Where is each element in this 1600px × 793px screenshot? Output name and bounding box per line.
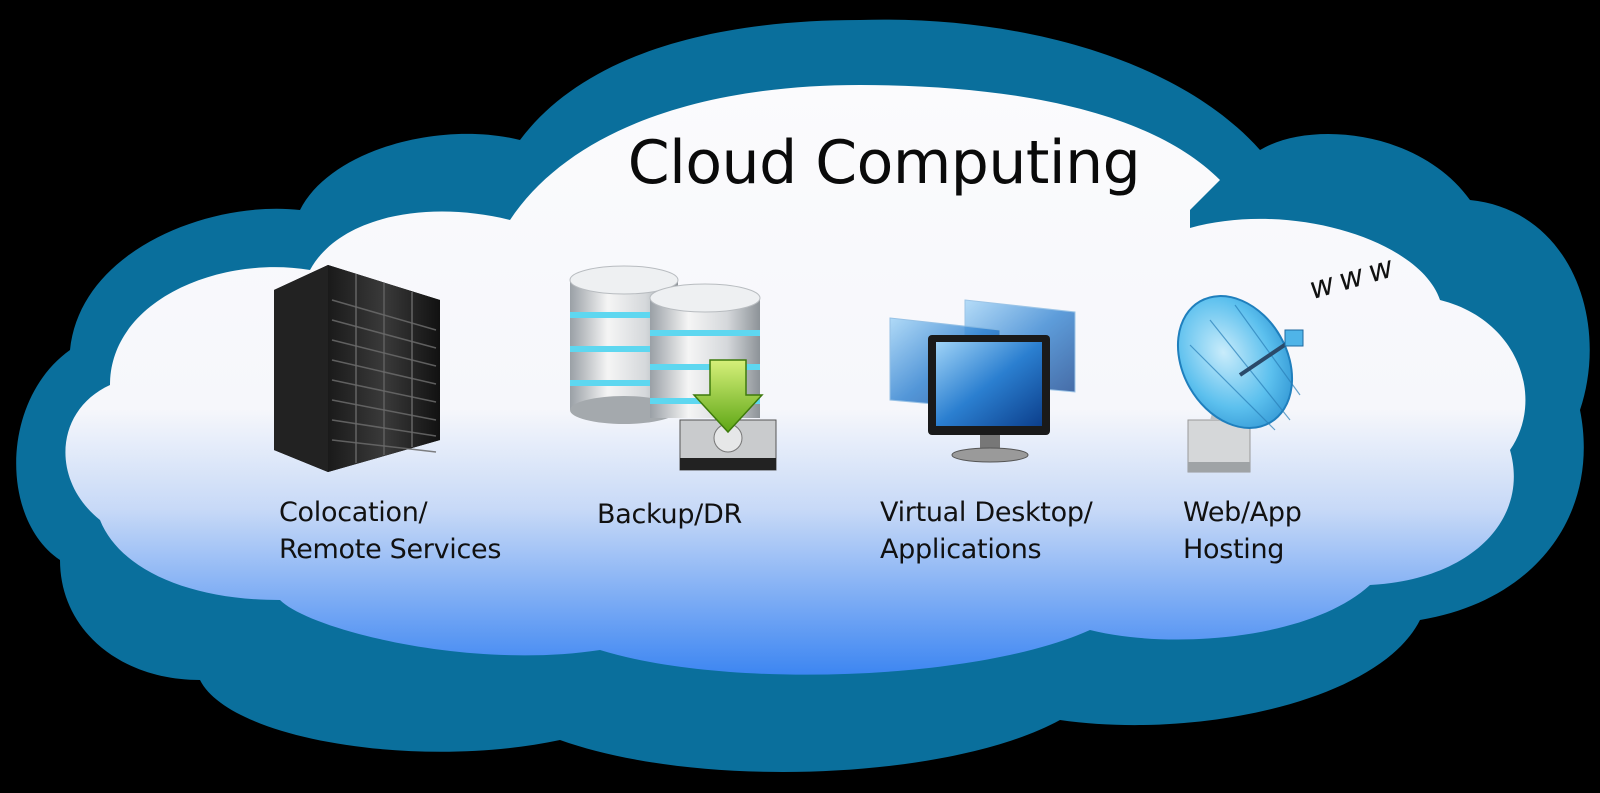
label-line: Applications — [880, 534, 1042, 565]
label-line: Remote Services — [279, 534, 502, 565]
database-backup-icon — [569, 265, 777, 471]
diagram-title: Cloud Computing — [627, 128, 1141, 198]
server-rack-icon — [274, 265, 440, 472]
service-label-backup: Backup/DR — [597, 496, 742, 533]
virtual-desktop-icon — [889, 299, 1076, 463]
label-line: Virtual Desktop/ — [880, 497, 1093, 528]
service-label-virtual-desktop: Virtual Desktop/ Applications — [880, 494, 1093, 568]
label-line: Web/App — [1183, 497, 1302, 528]
satellite-dish-icon — [1176, 295, 1304, 473]
label-line: Backup/DR — [597, 499, 742, 530]
label-line: Colocation/ — [279, 497, 428, 528]
label-line: Hosting — [1183, 534, 1285, 565]
cloud-fill — [65, 85, 1526, 675]
service-label-web-hosting: Web/App Hosting — [1183, 494, 1302, 568]
service-label-colocation: Colocation/ Remote Services — [279, 494, 501, 568]
